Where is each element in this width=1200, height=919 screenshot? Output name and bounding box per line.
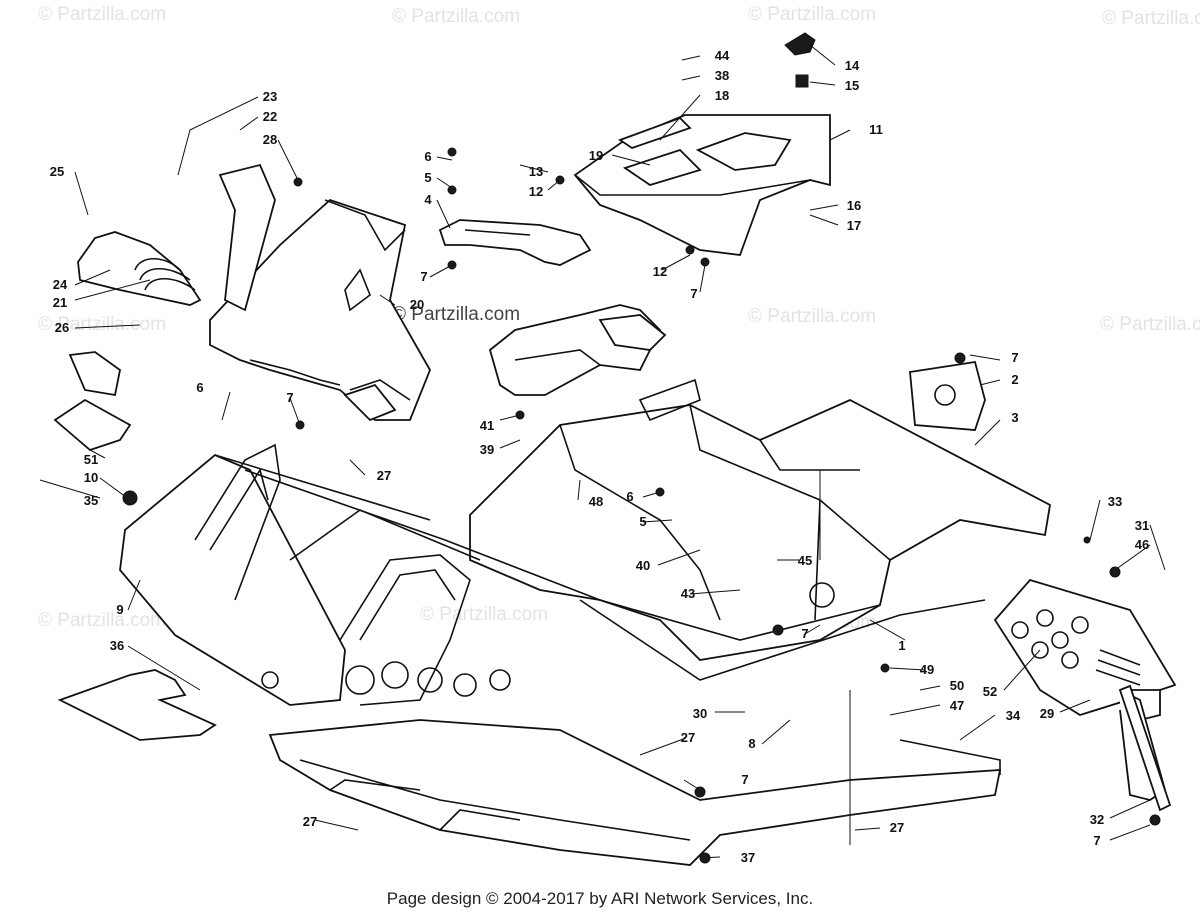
callout-23: 23 bbox=[262, 89, 278, 104]
callout-17: 17 bbox=[846, 218, 862, 233]
callout-14: 14 bbox=[844, 58, 860, 73]
callout-47: 47 bbox=[949, 698, 965, 713]
callout-7: 7 bbox=[1093, 833, 1101, 848]
watermark: © Partzilla.com bbox=[748, 4, 877, 25]
callout-49: 49 bbox=[919, 662, 935, 677]
callout-43: 43 bbox=[680, 586, 696, 601]
callout-41: 41 bbox=[479, 418, 495, 433]
callout-7: 7 bbox=[801, 626, 809, 641]
side-plate-part bbox=[218, 163, 276, 312]
page-footer: Page design © 2004-2017 by ARI Network S… bbox=[386, 889, 814, 908]
watermark: © Partzilla.com bbox=[38, 610, 167, 631]
callout-7: 7 bbox=[1011, 350, 1019, 365]
front-frame-part bbox=[119, 443, 601, 706]
callout-52: 52 bbox=[982, 684, 998, 699]
bracket-part bbox=[438, 219, 592, 266]
callout-7: 7 bbox=[420, 269, 428, 284]
callout-46: 46 bbox=[1134, 537, 1150, 552]
callout-18: 18 bbox=[714, 88, 730, 103]
callout-32: 32 bbox=[1089, 812, 1105, 827]
callout-39: 39 bbox=[479, 442, 495, 457]
callout-33: 33 bbox=[1107, 494, 1123, 509]
callout-6: 6 bbox=[424, 149, 432, 164]
watermark: © Partzilla.com bbox=[748, 306, 877, 327]
callout-3: 3 bbox=[1011, 410, 1019, 425]
callout-51: 51 bbox=[83, 452, 99, 467]
callout-7: 7 bbox=[286, 390, 294, 405]
callout-27: 27 bbox=[376, 468, 392, 483]
callout-19: 19 bbox=[588, 148, 604, 163]
callout-44: 44 bbox=[714, 48, 730, 63]
callout-1: 1 bbox=[898, 638, 906, 653]
callout-4: 4 bbox=[424, 192, 432, 207]
callout-11: 11 bbox=[869, 122, 883, 137]
watermark: © Partzilla.com bbox=[392, 304, 521, 325]
callout-21: 21 bbox=[52, 295, 68, 310]
callout-7: 7 bbox=[741, 772, 749, 787]
air-duct-part bbox=[77, 231, 202, 306]
fasteners bbox=[122, 147, 1161, 864]
callout-27: 27 bbox=[680, 730, 696, 745]
callout-8: 8 bbox=[748, 736, 756, 751]
callout-26: 26 bbox=[54, 320, 70, 335]
watermark: © Partzilla.com bbox=[1102, 8, 1200, 29]
decal-part bbox=[57, 669, 217, 741]
callout-20: 20 bbox=[409, 297, 425, 312]
callout-6: 6 bbox=[626, 489, 634, 504]
callout-37: 37 bbox=[740, 850, 756, 865]
callout-36: 36 bbox=[109, 638, 125, 653]
watermark: © Partzilla.com bbox=[392, 6, 521, 27]
callout-24: 24 bbox=[52, 277, 68, 292]
callout-12: 12 bbox=[652, 264, 668, 279]
watermark: © Partzilla.com bbox=[1100, 314, 1200, 335]
callout-9: 9 bbox=[116, 602, 124, 617]
frame-tunnel-part bbox=[469, 378, 1051, 681]
callout-22: 22 bbox=[262, 109, 278, 124]
plate-part bbox=[909, 360, 986, 431]
callout-48: 48 bbox=[588, 494, 604, 509]
callout-28: 28 bbox=[262, 132, 278, 147]
callout-2: 2 bbox=[1011, 372, 1019, 387]
callout-10: 10 bbox=[83, 470, 99, 485]
callout-29: 29 bbox=[1039, 706, 1055, 721]
knob-part bbox=[784, 32, 816, 88]
callout-40: 40 bbox=[635, 558, 651, 573]
watermark: © Partzilla.com bbox=[38, 314, 167, 335]
callout-7: 7 bbox=[690, 286, 698, 301]
callout-31: 31 bbox=[1134, 518, 1150, 533]
callout-6: 6 bbox=[196, 380, 204, 395]
callout-34: 34 bbox=[1005, 708, 1021, 723]
callout-25: 25 bbox=[49, 164, 65, 179]
callout-35: 35 bbox=[83, 493, 99, 508]
callout-45: 45 bbox=[797, 553, 813, 568]
callout-12: 12 bbox=[528, 184, 544, 199]
callout-5: 5 bbox=[424, 170, 432, 185]
front-panel-part bbox=[209, 198, 431, 422]
callout-13: 13 bbox=[528, 164, 544, 179]
callout-50: 50 bbox=[949, 678, 965, 693]
callout-16: 16 bbox=[846, 198, 862, 213]
watermark: © Partzilla.com bbox=[38, 4, 167, 25]
watermark: © Partzilla.com bbox=[420, 604, 549, 625]
callout-27: 27 bbox=[302, 814, 318, 829]
belly-pan-part bbox=[268, 719, 1002, 866]
callout-27: 27 bbox=[889, 820, 905, 835]
mount-plate-part bbox=[53, 351, 132, 452]
callout-15: 15 bbox=[844, 78, 860, 93]
console-part bbox=[573, 114, 831, 256]
callout-5: 5 bbox=[639, 514, 647, 529]
callout-30: 30 bbox=[692, 706, 708, 721]
callout-38: 38 bbox=[714, 68, 730, 83]
bar-part bbox=[1118, 684, 1172, 812]
cover-part bbox=[488, 304, 667, 396]
